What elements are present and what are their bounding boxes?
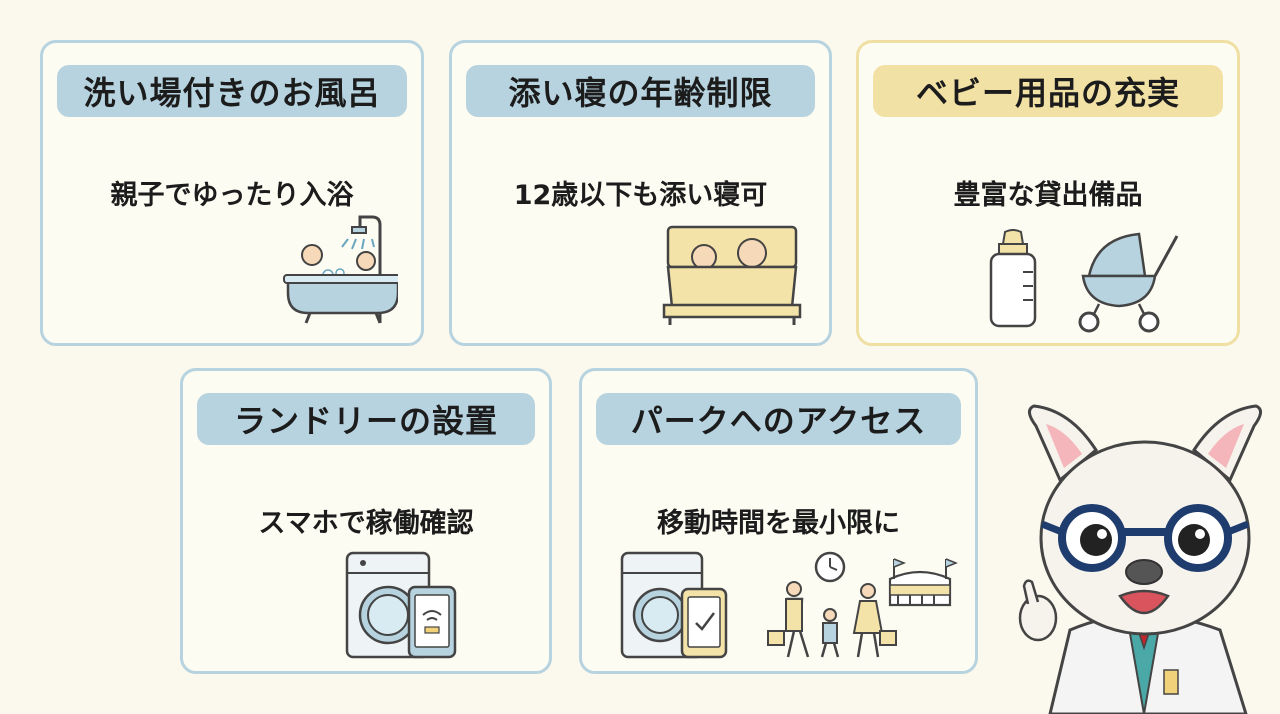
family-park-clock-icon	[618, 549, 958, 664]
feature-card-park-access: パークへのアクセス 移動時間を最小限に	[579, 368, 978, 674]
baby-bottle-stroller-icon	[979, 228, 1189, 333]
card-title: 添い寝の年齢制限	[466, 65, 815, 117]
card-title: パークへのアクセス	[596, 393, 961, 445]
bed-co-sleeping-icon	[662, 223, 802, 328]
washer-smartphone-icon	[343, 549, 463, 664]
feature-card-co-sleeping: 添い寝の年齢制限 12歳以下も添い寝可	[449, 40, 832, 346]
card-title: ベビー用品の充実	[873, 65, 1223, 117]
feature-card-laundry: ランドリーの設置 スマホで稼働確認	[180, 368, 552, 674]
card-subtitle: 豊富な貸出備品	[953, 180, 1143, 211]
card-title: 洗い場付きのお風呂	[57, 65, 407, 117]
card-subtitle: 移動時間を最小限に	[657, 508, 900, 539]
card-subtitle: 親子でゆったり入浴	[110, 180, 354, 211]
bath-shower-icon	[248, 213, 398, 328]
feature-card-bath: 洗い場付きのお風呂 親子でゆったり入浴	[40, 40, 424, 346]
card-title: ランドリーの設置	[197, 393, 535, 445]
card-subtitle: スマホで稼働確認	[258, 508, 474, 539]
bulldog-doctor-icon	[1010, 400, 1280, 714]
feature-card-baby-goods: ベビー用品の充実 豊富な貸出備品	[856, 40, 1240, 346]
card-subtitle: 12歳以下も添い寝可	[513, 180, 768, 211]
